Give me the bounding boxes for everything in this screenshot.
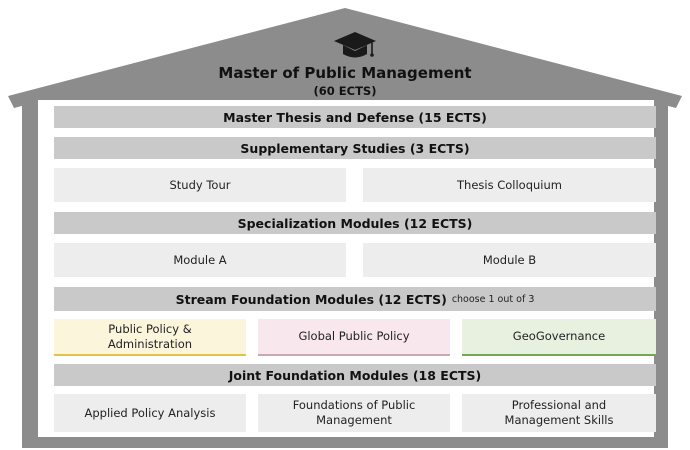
public-policy-administration-box: Public Policy & Administration [54, 319, 246, 356]
stream-label: Stream Foundation Modules (12 ECTS) [175, 291, 447, 307]
geogovernance-box: GeoGovernance [462, 319, 656, 356]
specialization-label: Specialization Modules (12 ECTS) [237, 215, 473, 231]
joint-bar: Joint Foundation Modules (18 ECTS) [54, 364, 656, 386]
graduation-cap-icon [334, 32, 376, 58]
geogovernance-label: GeoGovernance [512, 329, 606, 343]
thesis-label: Master Thesis and Defense (15 ECTS) [223, 109, 487, 125]
module-a-box: Module A [54, 243, 346, 277]
program-title: Master of Public Management [218, 64, 472, 82]
study-tour-label: Study Tour [169, 177, 231, 192]
global-public-policy-box: Global Public Policy [258, 319, 450, 356]
foundations-public-management-box: Foundations of Public Management [258, 394, 450, 432]
study-tour-box: Study Tour [54, 168, 346, 202]
joint-label: Joint Foundation Modules (18 ECTS) [228, 367, 482, 383]
stream-note: choose 1 out of 3 [451, 293, 535, 305]
specialization-bar: Specialization Modules (12 ECTS) [54, 212, 656, 234]
global-public-policy-label: Global Public Policy [298, 329, 410, 343]
module-b-box: Module B [363, 243, 656, 277]
module-a-label: Module A [173, 252, 227, 267]
module-b-label: Module B [482, 252, 537, 267]
professional-management-skills-box: Professional and Management Skills [462, 394, 656, 432]
supplementary-label: Supplementary Studies (3 ECTS) [240, 140, 470, 156]
program-credits: (60 ECTS) [313, 84, 377, 98]
public-policy-administration-label: Public Policy & Administration [107, 321, 193, 351]
thesis-bar: Master Thesis and Defense (15 ECTS) [54, 106, 656, 128]
supplementary-bar: Supplementary Studies (3 ECTS) [54, 137, 656, 159]
stream-bar: Stream Foundation Modules (12 ECTS) choo… [54, 287, 656, 311]
professional-management-skills-label: Professional and Management Skills [504, 398, 614, 427]
foundations-public-management-label: Foundations of Public Management [292, 398, 416, 427]
thesis-colloquium-label: Thesis Colloquium [457, 177, 562, 192]
applied-policy-analysis-box: Applied Policy Analysis [54, 394, 246, 432]
applied-policy-analysis-label: Applied Policy Analysis [84, 405, 216, 420]
thesis-colloquium-box: Thesis Colloquium [363, 168, 656, 202]
